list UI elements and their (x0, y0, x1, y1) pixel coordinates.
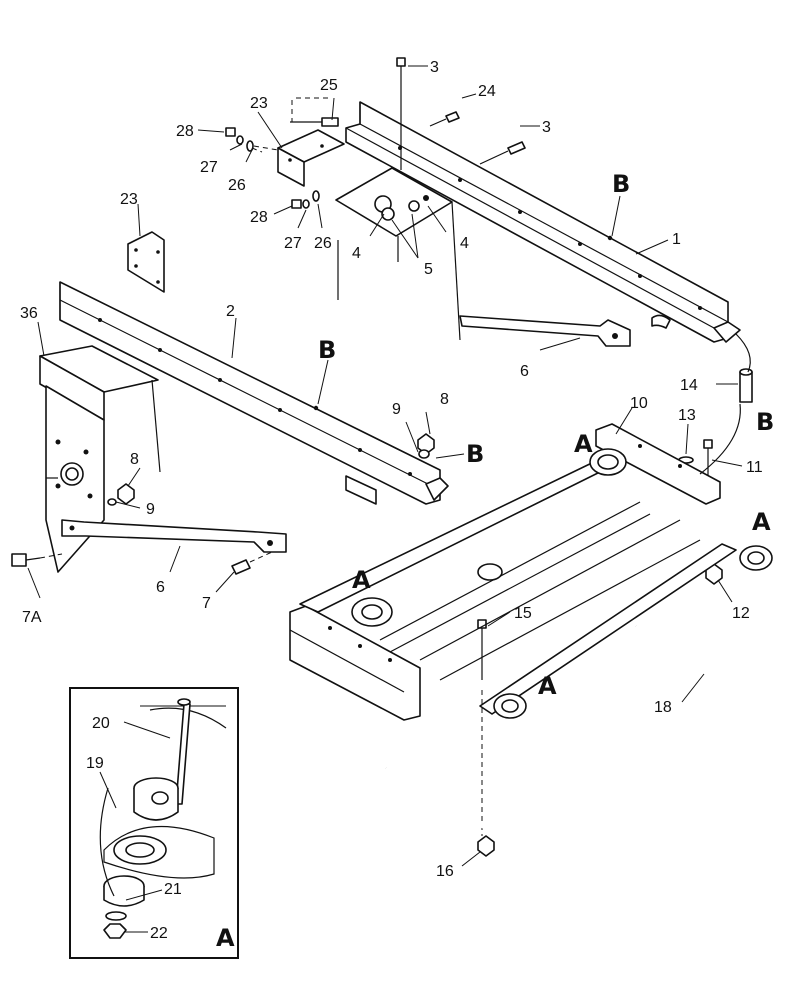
callout-28-upper: 28 (176, 123, 194, 140)
callout-2: 2 (226, 303, 235, 320)
lower-frame-rail (59, 281, 449, 505)
callout-12: 12 (732, 605, 750, 622)
callout-21: 21 (164, 881, 182, 898)
callout-13: 13 (678, 407, 696, 424)
callout-1: 1 (672, 231, 681, 248)
corner-bracket-left (127, 231, 165, 293)
ref-a-inset: A (216, 924, 235, 952)
corner-bracket-upper (277, 97, 345, 187)
callout-labels: 1 2 3 3 4 4 5 6 6 7 7A 8 8 9 9 10 11 12 … (20, 59, 763, 942)
callout-20: 20 (92, 715, 110, 732)
brace-rod-lower (61, 519, 287, 553)
callout-11: 11 (746, 459, 763, 476)
callout-9-left: 9 (146, 501, 155, 518)
callout-10: 10 (630, 395, 648, 412)
main-frame (289, 423, 773, 721)
fasteners (11, 57, 753, 857)
ref-a-rear: A (574, 430, 593, 458)
callout-27-upper: 27 (200, 159, 218, 176)
callout-5: 5 (424, 261, 433, 278)
callout-22: 22 (150, 925, 168, 942)
callout-4-left: 4 (352, 245, 361, 262)
callout-7a: 7A (22, 609, 42, 626)
callout-9-right: 9 (392, 401, 401, 418)
callout-8-right: 8 (440, 391, 449, 408)
ref-b-lower-rail: B (318, 336, 336, 364)
callout-7: 7 (202, 595, 211, 612)
callout-18: 18 (654, 699, 672, 716)
callout-14: 14 (680, 377, 698, 394)
callout-27-lower: 27 (284, 235, 302, 252)
callout-3-top: 3 (430, 59, 439, 76)
ref-a-left: A (352, 566, 371, 594)
brace-rod-upper (459, 315, 631, 347)
ref-a-front: A (538, 672, 557, 700)
ref-b-pin: B (756, 408, 774, 436)
callout-26-lower: 26 (314, 235, 332, 252)
callout-16: 16 (436, 863, 454, 880)
ref-a-right: A (752, 508, 771, 536)
callout-6-upper: 6 (520, 363, 529, 380)
callout-36: 36 (20, 305, 38, 322)
callout-24: 24 (478, 83, 496, 100)
reference-letters: B B B B A A A A A (216, 170, 774, 952)
callout-8-left: 8 (130, 451, 139, 468)
inset-detail-a (69, 687, 239, 959)
ref-b-rail-end: B (466, 440, 484, 468)
upper-frame-rail (345, 101, 741, 343)
callout-23-left: 23 (120, 191, 138, 208)
callout-4-right: 4 (460, 235, 469, 252)
leader-lines (27, 65, 743, 933)
callout-6-lower: 6 (156, 579, 165, 596)
callout-3-side: 3 (542, 119, 551, 136)
alignment-lines (251, 100, 483, 836)
ref-b-upper-rail: B (612, 170, 630, 198)
mounting-plate (335, 167, 461, 341)
callout-19: 19 (86, 755, 104, 772)
callout-26-upper: 26 (228, 177, 246, 194)
callout-28-lower: 28 (250, 209, 268, 226)
callout-23-upper: 23 (250, 95, 268, 112)
loop-handle (385, 624, 778, 852)
callout-15: 15 (514, 605, 532, 622)
callout-25: 25 (320, 77, 338, 94)
